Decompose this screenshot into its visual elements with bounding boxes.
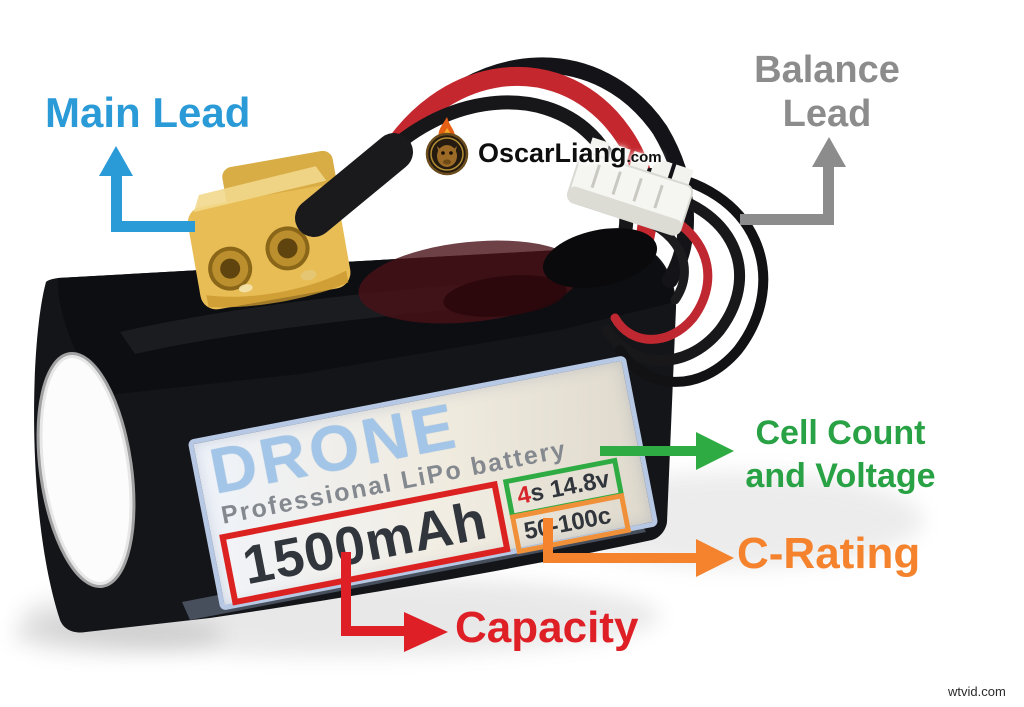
capacity-arrow-vertical bbox=[341, 552, 351, 634]
cell-count-arrow-shaft bbox=[600, 446, 698, 456]
main-lead-label: Main Lead bbox=[45, 89, 251, 136]
battery-end-cap bbox=[36, 351, 136, 589]
balance-lead-line1: Balance bbox=[754, 49, 900, 91]
balance-wire-2 bbox=[615, 168, 769, 387]
c-rating-label: C-Rating bbox=[737, 529, 921, 578]
balance-lead-arrow-horizontal bbox=[740, 214, 834, 225]
main-lead-arrow-vertical bbox=[111, 172, 122, 232]
cell-count-label: Cell Count and Voltage bbox=[718, 412, 963, 498]
site-suffix: .com bbox=[626, 149, 662, 166]
tape-blob bbox=[542, 228, 658, 288]
balance-wire-1 bbox=[601, 184, 746, 366]
main-lead-arrowhead-icon bbox=[99, 146, 133, 176]
site-watermark: OscarLiang.com bbox=[420, 116, 662, 176]
heatshrink-sleeve bbox=[295, 133, 413, 237]
dragon-logo-icon bbox=[425, 117, 469, 176]
capacity-label: Capacity bbox=[455, 603, 639, 652]
footer-watermark: wtvid.com bbox=[948, 684, 1006, 699]
c-rating-arrow-vertical bbox=[543, 518, 553, 563]
capacity-arrowhead-icon bbox=[404, 612, 448, 652]
c-rating-arrowhead-icon bbox=[696, 539, 734, 577]
cell-count-line1: Cell Count bbox=[755, 414, 926, 452]
main-lead-arrow-horizontal bbox=[111, 221, 195, 232]
wire-reflection-dark bbox=[443, 275, 567, 317]
c-rating-arrow-horizontal bbox=[543, 553, 698, 563]
site-watermark-text: OscarLiang.com bbox=[478, 138, 662, 176]
balance-lead-line2: Lead bbox=[782, 93, 872, 135]
capacity-arrow-horizontal bbox=[341, 626, 407, 636]
cell-count-arrowhead-icon bbox=[696, 432, 734, 470]
cell-count-line2: and Voltage bbox=[745, 457, 936, 495]
balance-lead-arrow-vertical bbox=[823, 163, 834, 225]
balance-lead-label: Balance Lead bbox=[742, 48, 912, 136]
balance-lead-arrowhead-icon bbox=[812, 137, 846, 167]
site-name: OscarLiang bbox=[478, 138, 627, 168]
balance-connector bbox=[566, 137, 694, 236]
